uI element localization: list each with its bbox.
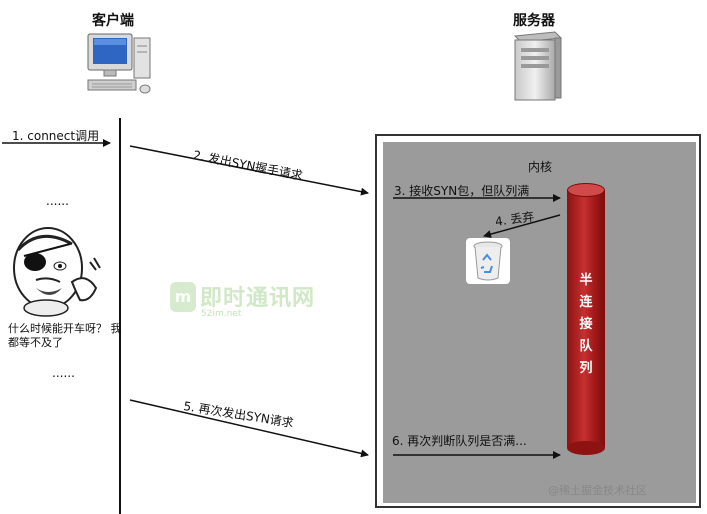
queue-label-char: 连: [579, 295, 593, 310]
queue-label-char: 接: [579, 317, 593, 332]
queue-bottom-cap: [567, 441, 605, 455]
client-timeline: [119, 118, 121, 514]
arrow-step-5: [129, 399, 369, 458]
meme-caption-line2: 都等不及了: [8, 336, 63, 349]
watermark-sub: 52im.net: [201, 309, 242, 319]
server-title: 服务器: [513, 13, 555, 29]
queue-label: 半 连 接 队 列: [567, 270, 605, 380]
queue-label-char: 半: [579, 273, 593, 288]
queue-label-char: 队: [579, 339, 593, 354]
queue-top-cap: [567, 183, 605, 197]
dots-bottom: ......: [52, 366, 75, 380]
computer-icon: [87, 33, 151, 94]
step-6-label: 6. 再次判断队列是否满...: [392, 434, 527, 448]
trash-can-icon: [466, 238, 510, 284]
watermark-main: 即时通讯网: [200, 286, 316, 311]
meme-caption-line1: 什么时候能开车呀？ 我: [8, 322, 122, 335]
dots-top: ......: [46, 194, 69, 208]
step-3-label: 3. 接收SYN包，但队列满: [394, 184, 530, 198]
arrow-step-2: [129, 145, 369, 196]
footer-watermark: @稀土掘金技术社区: [548, 484, 647, 497]
kernel-area: [383, 142, 696, 503]
arrow-step-4: [483, 214, 561, 238]
watermark-badge: m: [170, 282, 196, 312]
queue-label-char: 列: [579, 361, 593, 376]
kernel-label: 内核: [528, 160, 553, 174]
server-icon: [513, 31, 563, 101]
meme-face-image: [13, 227, 101, 317]
half-connection-queue: [567, 190, 605, 448]
client-title: 客户端: [92, 13, 134, 29]
step-1-label: 1. connect调用: [12, 129, 100, 143]
